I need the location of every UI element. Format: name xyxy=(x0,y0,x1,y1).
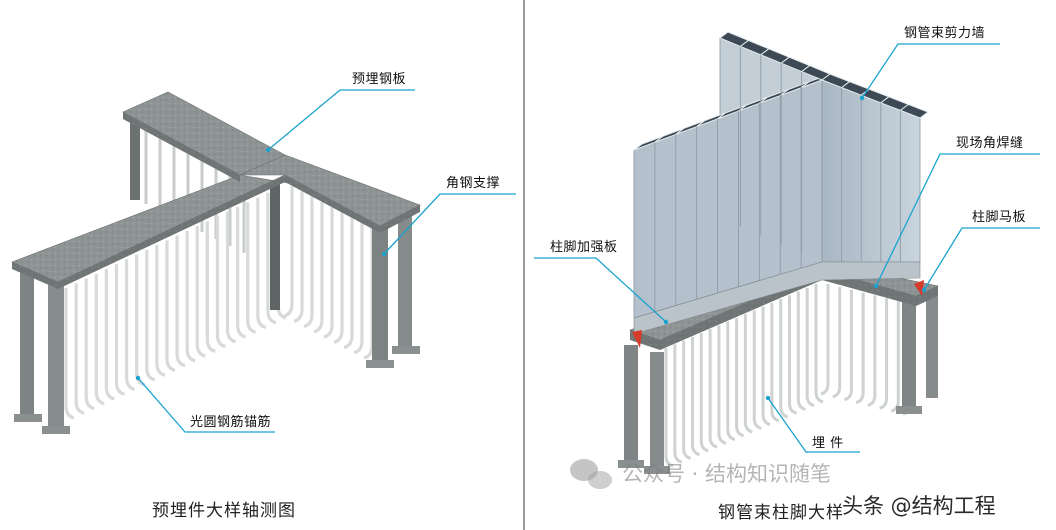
wechat-watermark: 公众号 · 结构知识随笔 xyxy=(622,462,832,486)
anchor-bar xyxy=(124,259,136,391)
anchor-bar xyxy=(195,226,206,358)
anchor-bar xyxy=(84,278,95,411)
anchor-bar xyxy=(664,348,674,468)
right-caption: 钢管束柱脚大样 xyxy=(718,503,844,523)
anchor-bar xyxy=(770,302,780,423)
anchor-bar xyxy=(805,287,815,408)
left-caption: 预埋件大样轴测图 xyxy=(152,501,296,521)
angle-post xyxy=(130,120,140,200)
left-embedded-part-drawing xyxy=(11,89,516,434)
label-stiffener: 柱脚加强板 xyxy=(550,240,618,255)
anchor-bar xyxy=(323,207,334,339)
anchor-bar xyxy=(708,329,718,449)
anchor-bar xyxy=(796,291,806,411)
anchor-bar xyxy=(843,289,853,402)
anchor-bar xyxy=(832,286,842,399)
anchor-bar xyxy=(761,306,771,427)
anchor-bar xyxy=(867,295,877,407)
anchor-bar xyxy=(820,284,830,396)
anchor-bar xyxy=(74,283,85,415)
right-column-base-drawing xyxy=(534,31,1040,474)
anchor-bar xyxy=(779,299,789,419)
anchor-bar xyxy=(890,301,900,413)
label-round-bar-anchor: 光圆钢筋锚筋 xyxy=(190,415,272,430)
base-plate-marker xyxy=(914,280,924,296)
anchor-bar xyxy=(104,268,115,401)
anchor-bar xyxy=(293,191,304,323)
anchor-bar xyxy=(114,264,125,396)
anchor-bar xyxy=(735,317,745,438)
anchor-bar xyxy=(879,298,889,410)
anchor-bar xyxy=(788,295,798,415)
angle-post xyxy=(48,282,64,432)
anchor-bar xyxy=(266,192,277,325)
anchor-bar xyxy=(682,340,692,460)
anchor-bar xyxy=(256,197,267,330)
tube-top xyxy=(899,103,930,119)
anchor-bar xyxy=(717,325,727,445)
stiffener-plate xyxy=(632,330,642,348)
wechat-icon xyxy=(570,459,612,489)
anchor-bar xyxy=(215,216,226,349)
anchor-bar xyxy=(94,273,105,406)
anchor-bar xyxy=(690,336,700,457)
anchor-bar xyxy=(303,196,314,329)
anchor-bar xyxy=(225,211,237,344)
anchor-bar xyxy=(313,201,324,334)
angle-post xyxy=(20,268,34,420)
anchor-bar xyxy=(135,254,146,387)
anchor-bar xyxy=(205,221,216,353)
anchor-bar xyxy=(363,228,374,360)
angle-post xyxy=(270,180,280,310)
label-base-plate: 柱脚马板 xyxy=(972,210,1027,225)
label-field-fillet-weld: 现场角焊缝 xyxy=(956,136,1024,151)
anchor-bar xyxy=(165,240,176,372)
anchor-bar xyxy=(673,344,683,464)
anchor-bar xyxy=(145,249,156,382)
angle-post xyxy=(372,222,388,366)
label-embedded-part: 埋 件 xyxy=(812,436,844,451)
label-shear-wall: 钢管束剪力墙 xyxy=(904,26,986,41)
anchor-bar xyxy=(236,207,247,339)
angle-post xyxy=(398,210,412,350)
anchor-bar xyxy=(343,217,354,350)
anchor-bar xyxy=(185,230,196,363)
anchor-bar xyxy=(699,332,709,453)
anchor-bar xyxy=(855,292,865,405)
toutiao-watermark: 头条 @结构工程 xyxy=(842,494,996,518)
anchor-bar xyxy=(743,314,753,434)
anchor-bar xyxy=(752,310,762,430)
anchor-bar xyxy=(64,288,75,420)
anchor-bar xyxy=(246,202,257,334)
anchor-bar xyxy=(353,222,364,355)
anchor-bar xyxy=(283,186,294,318)
anchor-bar xyxy=(814,284,824,404)
anchor-bar xyxy=(175,235,186,368)
anchor-bar xyxy=(726,321,736,442)
label-embedded-plate: 预埋钢板 xyxy=(352,72,407,87)
anchor-bar xyxy=(333,212,344,344)
anchor-bar xyxy=(155,245,166,377)
label-angle-brace: 角钢支撑 xyxy=(446,176,501,191)
